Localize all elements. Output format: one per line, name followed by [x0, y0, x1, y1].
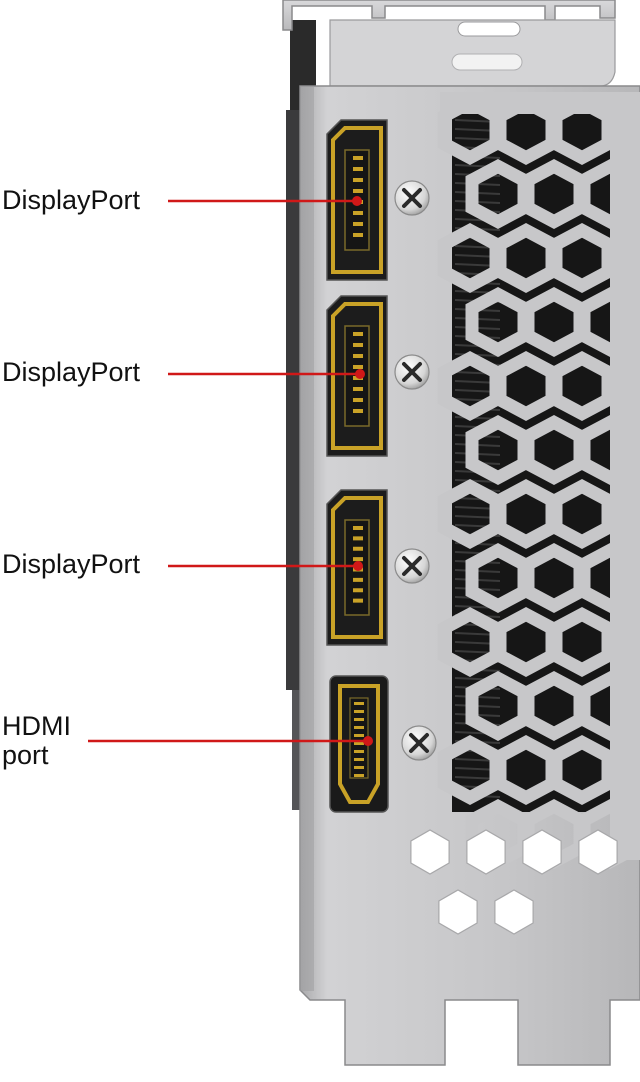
leader-line-hdmi-port	[88, 736, 373, 746]
grille-border-top	[440, 92, 640, 114]
open-hex-hole	[522, 829, 562, 875]
leader-endpoint-dot	[353, 561, 363, 571]
callout-label-displayport-3: DisplayPort	[2, 549, 141, 579]
screw-icon	[394, 548, 430, 584]
fin-line	[454, 353, 501, 357]
screw-icon	[394, 180, 430, 216]
hdmi-connector-icon	[329, 675, 389, 813]
bracket-bend-shadow	[300, 86, 314, 991]
callout-label-displayport-2: DisplayPort	[2, 357, 141, 387]
vent-grille-icon	[410, 92, 640, 935]
leader-endpoint-dot	[352, 196, 362, 206]
leader-line-displayport-3	[168, 561, 363, 571]
leader-lines	[88, 196, 373, 746]
callout-label-hdmi-port: HDMI port	[2, 711, 71, 770]
screw-group	[394, 180, 437, 761]
screw-icon	[394, 354, 430, 390]
leader-endpoint-dot	[363, 736, 373, 746]
open-hex-hole	[410, 829, 450, 875]
leader-endpoint-dot	[355, 369, 365, 379]
open-hex-hole	[466, 829, 506, 875]
screw-icon	[401, 725, 437, 761]
open-hex-hole	[438, 889, 478, 935]
bracket-top-tab	[282, 0, 616, 87]
leader-line-displayport-1	[168, 196, 362, 206]
grille-border-right	[610, 100, 640, 860]
callout-label-displayport-1: DisplayPort	[2, 185, 141, 215]
open-hex-hole	[578, 829, 618, 875]
open-hex-hole	[494, 889, 534, 935]
leader-line-displayport-2	[168, 369, 365, 379]
